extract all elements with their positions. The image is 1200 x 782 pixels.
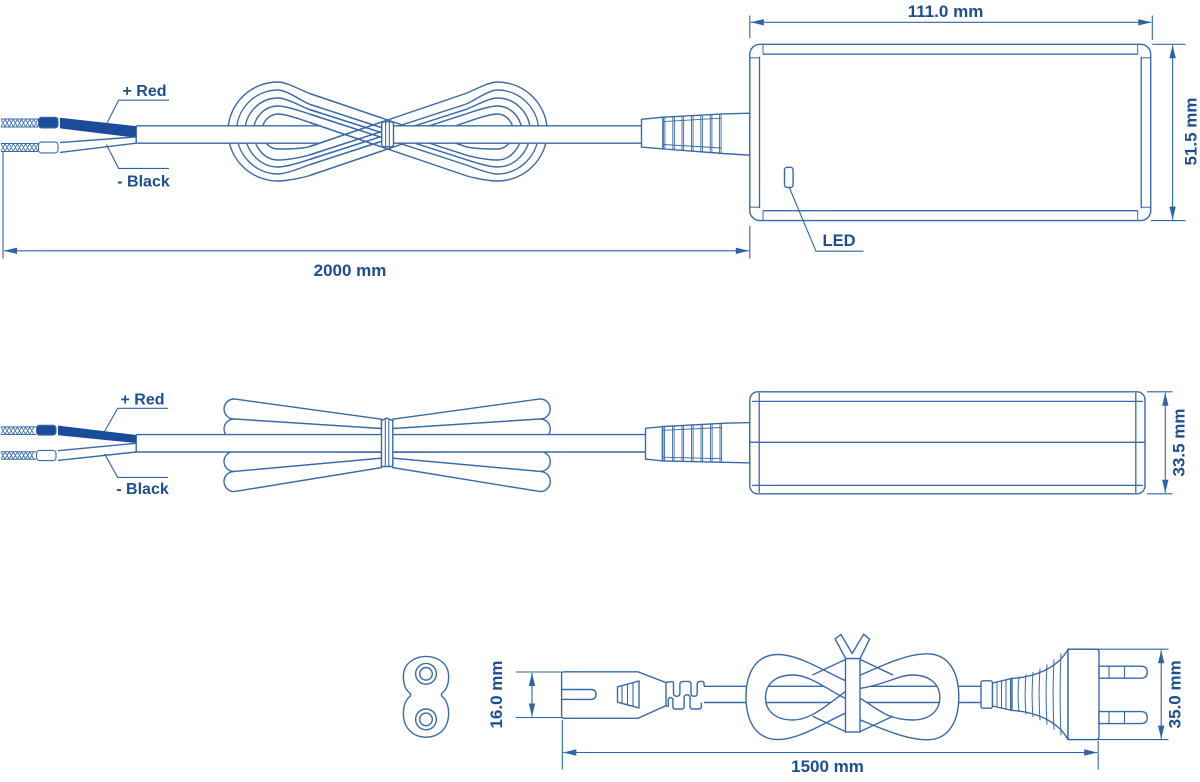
- svg-text:35.0 mm: 35.0 mm: [1166, 660, 1185, 728]
- svg-text:1500 mm: 1500 mm: [791, 757, 864, 776]
- svg-text:- Black: - Black: [117, 173, 170, 190]
- svg-text:+ Red: + Red: [120, 392, 164, 409]
- svg-text:LED: LED: [823, 232, 856, 250]
- svg-text:- Black: - Black: [116, 481, 169, 498]
- svg-text:+ Red: + Red: [122, 83, 166, 100]
- svg-text:111.0 mm: 111.0 mm: [908, 2, 984, 21]
- svg-text:51.5 mm: 51.5 mm: [1182, 97, 1200, 165]
- svg-text:16.0 mm: 16.0 mm: [487, 660, 506, 728]
- svg-text:33.5 mm: 33.5 mm: [1170, 408, 1189, 476]
- svg-text:2000 mm: 2000 mm: [314, 261, 387, 280]
